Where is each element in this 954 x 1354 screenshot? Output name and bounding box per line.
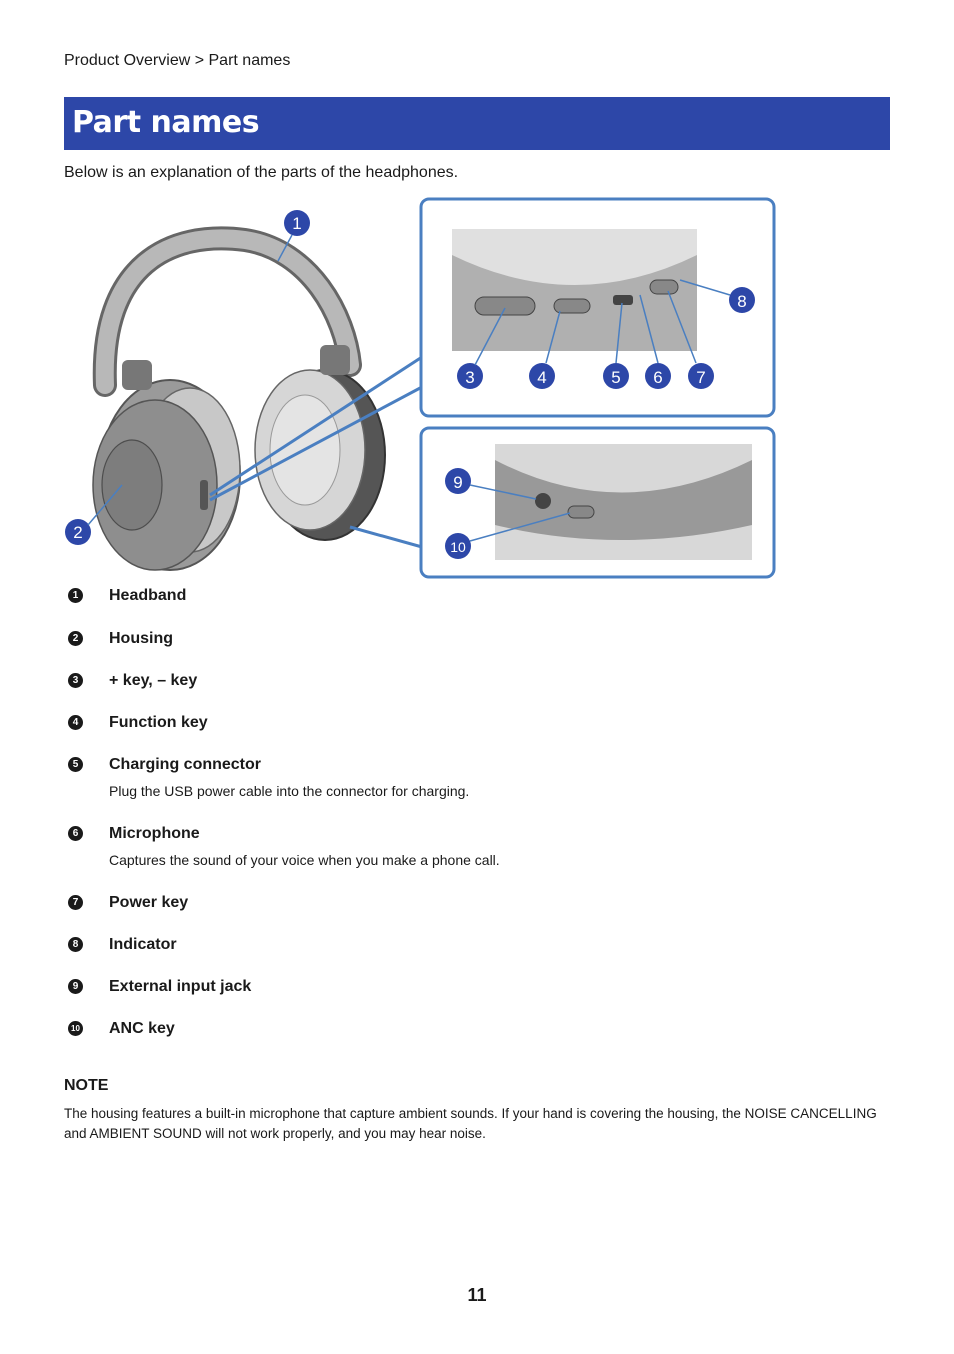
part-name: + key, – key: [109, 672, 198, 689]
part-item: 9 External input jack: [64, 976, 894, 1018]
part-number: 7: [68, 895, 83, 910]
part-item: 8 Indicator: [64, 934, 894, 976]
part-number: 5: [68, 757, 83, 772]
part-name: Indicator: [109, 936, 177, 953]
callout-9: 9: [453, 473, 462, 492]
part-item: 1 Headband: [64, 585, 894, 628]
callout-1: 1: [292, 214, 301, 233]
part-item: 10 ANC key: [64, 1018, 894, 1060]
part-number: 1: [68, 588, 83, 603]
callout-6: 6: [653, 368, 662, 387]
part-name: Power key: [109, 894, 189, 911]
callout-2: 2: [73, 523, 82, 542]
note-text: The housing features a built-in micropho…: [64, 1106, 877, 1141]
part-description: Captures the sound of your voice when yo…: [109, 852, 500, 868]
part-name: Microphone: [109, 825, 200, 842]
part-item: 4 Function key: [64, 712, 894, 754]
part-name: ANC key: [109, 1020, 175, 1037]
title-bar: Part names: [64, 97, 890, 150]
callout-7: 7: [696, 368, 705, 387]
headphones-illustration: [92, 226, 386, 571]
part-name: Charging connector: [109, 756, 262, 773]
part-item: 5 Charging connector Plug the USB power …: [64, 754, 894, 823]
part-number: 9: [68, 979, 83, 994]
page-number: 11: [467, 1285, 487, 1305]
part-number: 6: [68, 826, 83, 841]
intro-text: Below is an explanation of the parts of …: [64, 164, 459, 181]
page-title: Part names: [72, 105, 260, 140]
part-item: 6 Microphone Captures the sound of your …: [64, 823, 894, 892]
note-title: NOTE: [64, 1077, 109, 1094]
callout-5: 5: [611, 368, 620, 387]
part-name: Function key: [109, 714, 208, 731]
part-item: 7 Power key: [64, 892, 894, 934]
callout-3: 3: [465, 368, 474, 387]
part-name: Housing: [109, 630, 173, 647]
callout-10: 10: [450, 539, 466, 555]
breadcrumb: Product Overview > Part names: [64, 52, 291, 69]
part-item: 3 + key, – key: [64, 670, 894, 712]
callout-4: 4: [537, 368, 546, 387]
part-name: External input jack: [109, 978, 252, 995]
callout-8: 8: [737, 292, 746, 311]
part-description: Plug the USB power cable into the connec…: [109, 783, 470, 799]
part-number: 2: [68, 631, 83, 646]
part-name: Headband: [109, 587, 187, 604]
part-number: 10: [68, 1021, 83, 1036]
headphones-diagram: 1 2 3 4 5 6 7 8 9 10: [65, 197, 776, 579]
part-number: 4: [68, 715, 83, 730]
parts-list: 1 Headband 2 Housing 3 + key, – key 4 Fu…: [64, 585, 894, 1060]
part-number: 3: [68, 673, 83, 688]
part-item: 2 Housing: [64, 628, 894, 670]
part-number: 8: [68, 937, 83, 952]
